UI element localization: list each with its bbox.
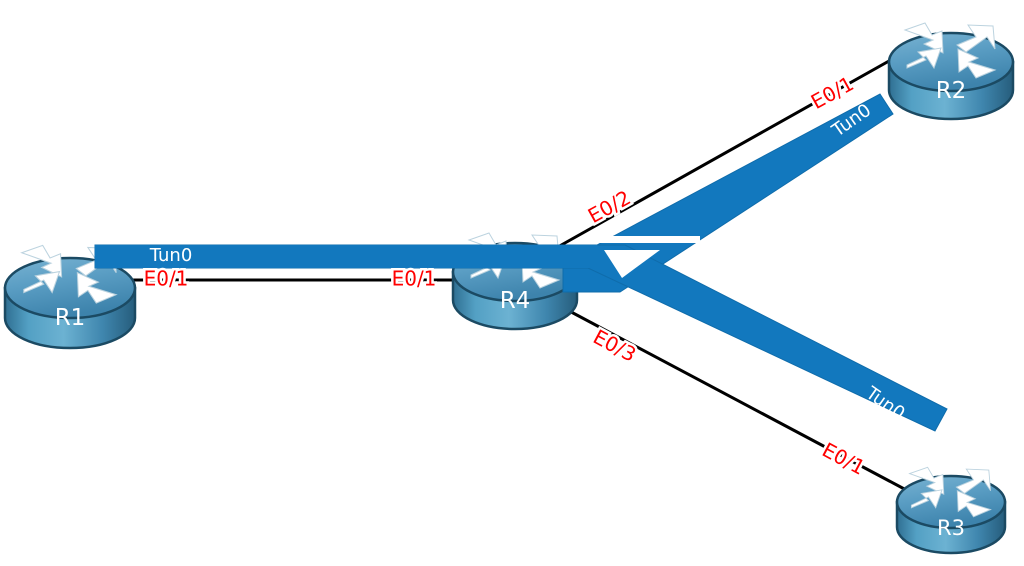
iface-label-r3-e01: E0/1 [818, 438, 869, 480]
router-r4-label: R4 [500, 288, 531, 314]
router-r1[interactable]: R1 [3, 244, 137, 350]
link-r4-r2 [555, 50, 906, 250]
iface-label-r1-e01: E0/1 [144, 267, 189, 291]
router-r2[interactable]: R2 [887, 22, 1015, 121]
tunnel-fork-clip-top [600, 236, 700, 243]
tunnel-label-r1-r4: Tun0 [149, 245, 193, 266]
router-r3[interactable]: R3 [895, 466, 1007, 555]
link-lines [118, 50, 911, 494]
iface-label-r4-e01: E0/1 [392, 267, 437, 291]
link-r4-r3 [557, 303, 911, 494]
iface-label-r4-e02: E0/2 [584, 185, 635, 228]
router-r3-label: R3 [937, 516, 965, 540]
iface-label-r2-e01: E0/1 [807, 71, 858, 114]
router-r2-label: R2 [936, 78, 967, 104]
router-r1-label: R1 [55, 305, 86, 331]
tunnel-trunk-overlap [95, 245, 597, 268]
tunnel-fork-notch [604, 250, 660, 278]
iface-label-r4-e03: E0/3 [589, 325, 640, 367]
tunnel-overlay [94, 93, 948, 432]
router-r1-top [3, 256, 137, 320]
router-r2-top [887, 31, 1015, 93]
